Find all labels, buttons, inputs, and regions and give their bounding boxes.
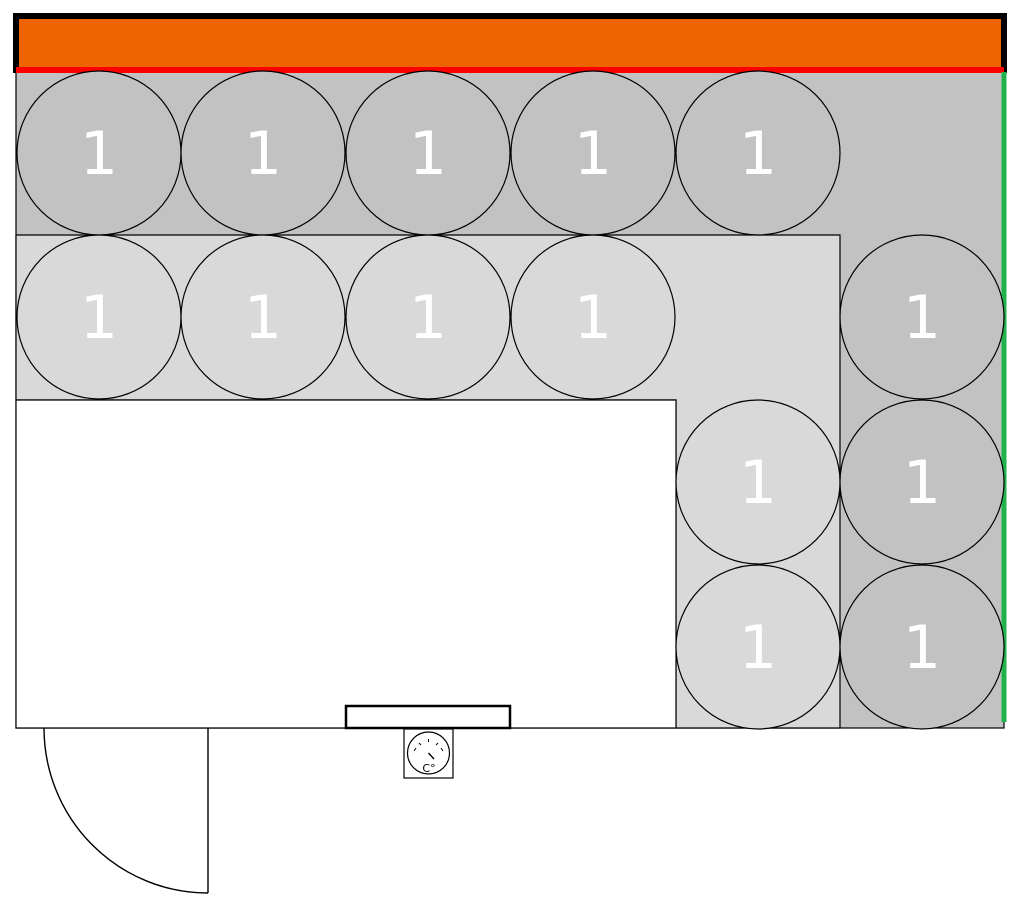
barrel-label: 1 — [80, 119, 118, 189]
barrel-label: 1 — [244, 119, 282, 189]
vent-icon — [344, 704, 512, 730]
barrel-label: 1 — [409, 119, 447, 189]
barrel-label: 1 — [574, 283, 612, 353]
barrel-label: 1 — [903, 283, 941, 353]
barrel-label: 1 — [903, 613, 941, 683]
barrel: 1 — [345, 70, 511, 236]
barrel-label: 1 — [739, 613, 777, 683]
open-floor-area — [15, 399, 677, 729]
thermometer-icon: C° — [403, 728, 454, 779]
barrel-label: 1 — [739, 119, 777, 189]
barrel-circle — [839, 564, 1005, 730]
barrel: 1 — [839, 564, 1005, 730]
barrel-label: 1 — [739, 448, 777, 518]
barrel-circle — [839, 234, 1005, 400]
barrel: 1 — [180, 70, 346, 236]
barrel: 1 — [16, 70, 182, 236]
heater-panel — [13, 13, 1007, 73]
barrel: 1 — [510, 234, 676, 400]
door-swing-icon — [43, 727, 209, 894]
barrel: 1 — [510, 70, 676, 236]
barrel: 1 — [839, 399, 1005, 565]
barrel-label: 1 — [574, 119, 612, 189]
barrel: 1 — [675, 70, 841, 236]
thermometer-unit-label: C° — [422, 762, 435, 775]
barrel-circle — [675, 70, 841, 236]
barrel: 1 — [16, 234, 182, 400]
barrel-circle — [839, 399, 1005, 565]
barrel-label: 1 — [409, 283, 447, 353]
barrel: 1 — [345, 234, 511, 400]
barrel-label: 1 — [903, 448, 941, 518]
barrel: 1 — [839, 234, 1005, 400]
barrel-label: 1 — [80, 283, 118, 353]
barrel-label: 1 — [244, 283, 282, 353]
barrel-circle — [510, 234, 676, 400]
barrel: 1 — [675, 399, 841, 565]
barrel-circle — [345, 234, 511, 400]
barrel-group: 1 1 1 1 1 1 1 1 1 1 1 1 1 1 — [16, 70, 1005, 730]
barrel-circle — [180, 234, 346, 400]
barrel: 1 — [675, 564, 841, 730]
barrel: 1 — [180, 234, 346, 400]
